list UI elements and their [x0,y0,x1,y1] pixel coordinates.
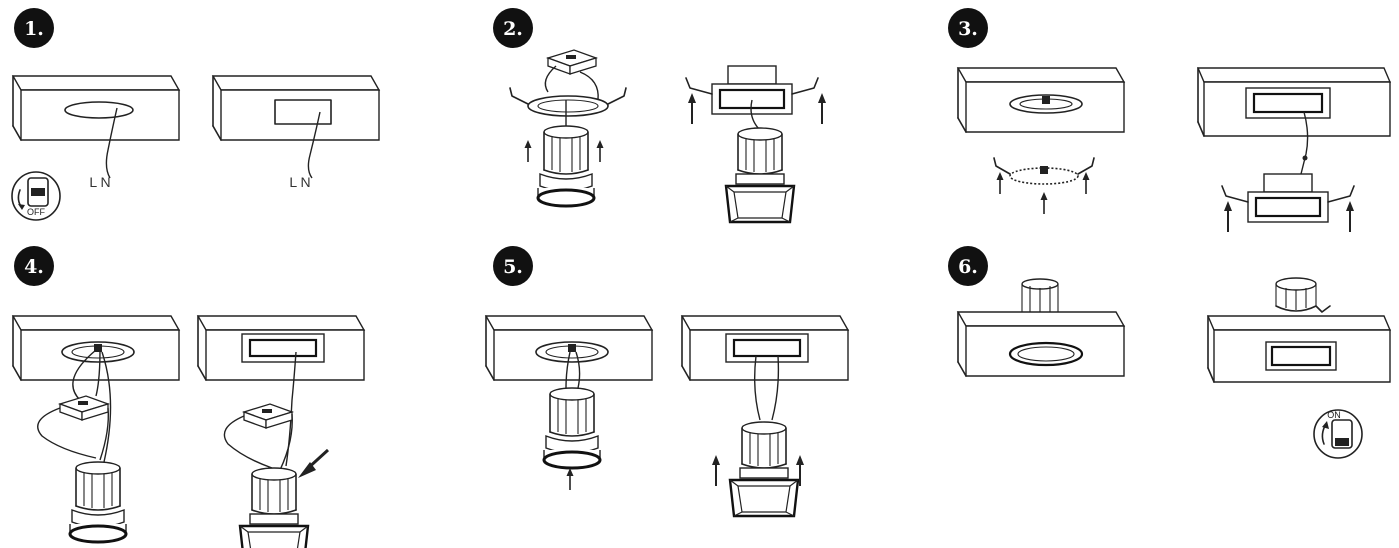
step-2: 2. [493,8,827,224]
step-3: 3. [948,8,1392,233]
wire-label: L N [89,174,110,190]
arrow-up-icon [1081,171,1091,195]
step-badge: 2. [493,8,533,48]
svg-text:4.: 4. [24,256,44,278]
svg-text:3.: 3. [958,18,978,40]
arrow-up-icon [817,92,827,125]
step-badge: 3. [948,8,988,48]
svg-text:ON: ON [1327,410,1341,420]
arrow-up-icon [1039,191,1049,215]
step-badge: 6. [948,246,988,286]
square-assembly [684,65,827,224]
round-assembly [509,49,627,208]
step-badge: 1. [14,8,54,48]
power-switch-on-icon: ON [1313,409,1363,459]
svg-text:2.: 2. [503,18,523,40]
arrow-pointer-icon [298,448,330,478]
ceiling-square-trim [1196,67,1392,233]
wire-label: L N [289,174,310,190]
step-4: 4. [12,246,365,548]
square-finished [1206,277,1392,383]
led-driver-icon [243,403,293,429]
step-badge: 5. [493,246,533,286]
ceiling-round-trim [957,67,1125,215]
round-installation [12,315,180,544]
svg-text:OFF: OFF [27,207,45,217]
arrow-up-icon [995,171,1005,195]
square-installation [197,315,365,548]
step-5: 5. [485,246,849,518]
arrow-up-icon [565,467,575,491]
led-driver-icon [59,395,109,421]
arrow-up-icon [1345,200,1355,233]
step-1: 1. L N L N OFF [11,8,380,221]
square-installation [681,315,849,518]
ceiling-square-cutout: L N [212,75,380,190]
svg-text:5.: 5. [503,256,523,278]
round-finished [957,278,1125,377]
step-badge: 4. [14,246,54,286]
svg-text:1.: 1. [24,18,44,40]
svg-text:6.: 6. [958,256,978,278]
ceiling-round-cutout: L N [12,75,180,190]
arrow-up-icon [711,454,721,487]
arrow-up-icon [687,92,697,125]
arrow-up-icon [1223,200,1233,233]
arrow-up-icon [595,139,605,163]
round-installation [485,315,653,491]
led-driver-icon [547,49,597,75]
power-switch-off-icon: OFF [11,171,61,221]
arrow-up-icon [523,139,533,163]
step-6: 6. ON [948,246,1392,459]
